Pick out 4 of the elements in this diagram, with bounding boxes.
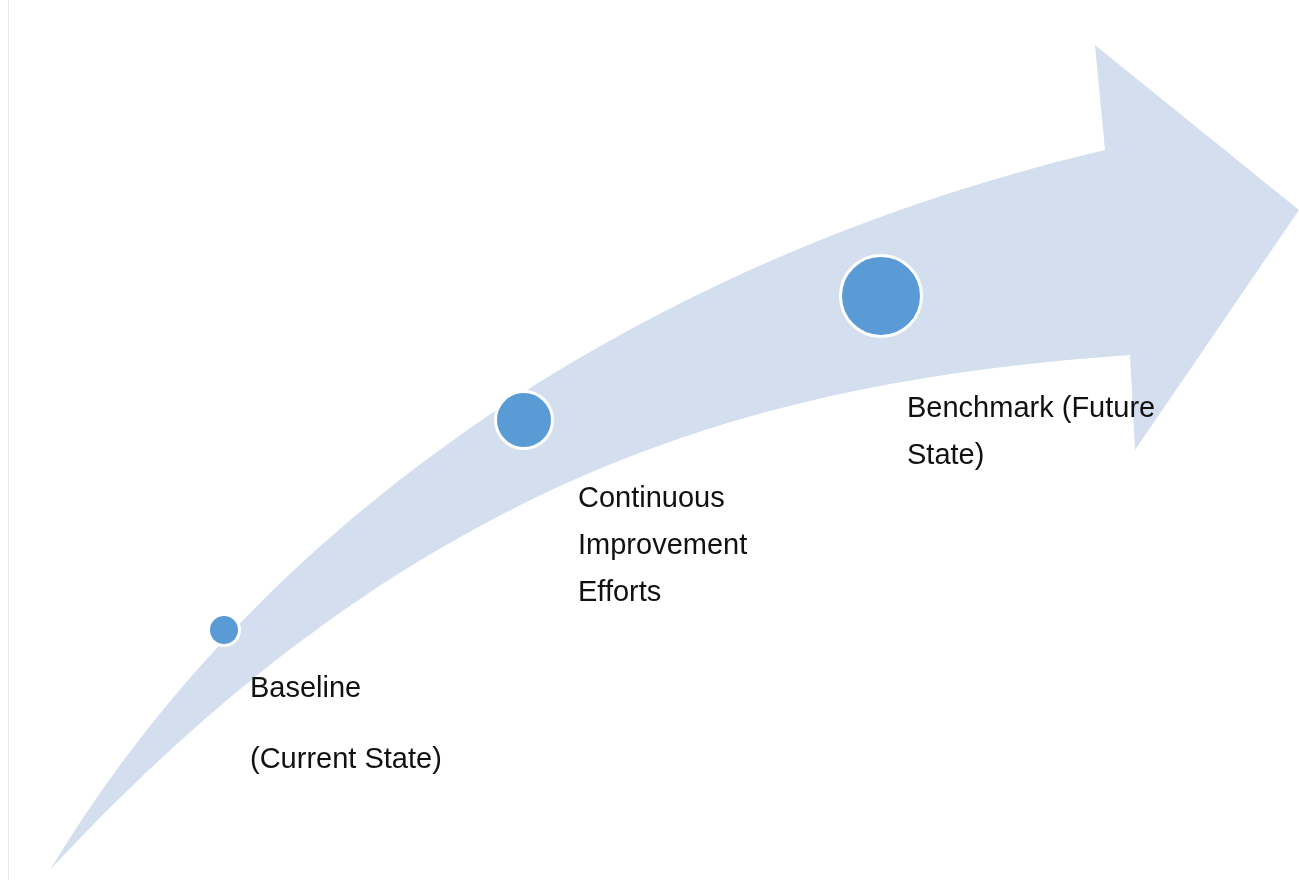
milestone-caption: Benchmark (Future State) [907,390,1157,472]
milestone-caption: (Current State) [250,741,443,776]
milestone-caption: Continuous Improvement Efforts [578,480,749,609]
milestone-caption: Baseline [250,670,363,705]
